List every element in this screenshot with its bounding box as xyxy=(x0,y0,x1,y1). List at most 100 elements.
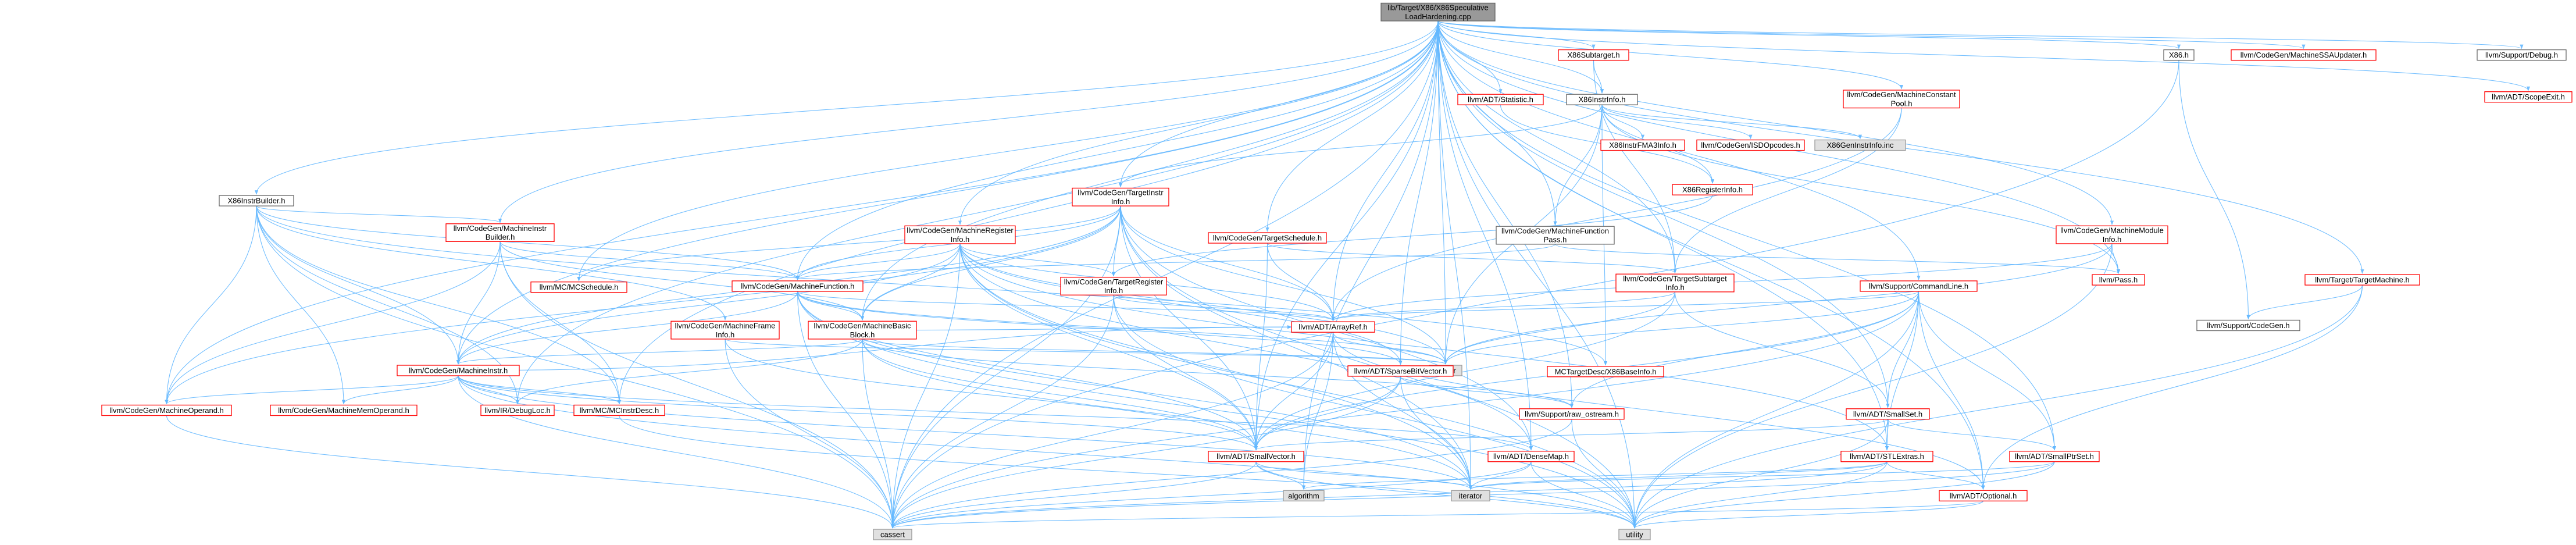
edge-n25-n39 xyxy=(1569,291,1919,408)
graph-node[interactable]: cassert xyxy=(873,529,912,540)
edge-n42-n46 xyxy=(1468,461,1532,490)
graph-node[interactable]: llvm/CodeGen/MachineMemOperand.h xyxy=(270,404,418,416)
graph-node[interactable]: llvm/ADT/DenseMap.h xyxy=(1487,451,1575,462)
edge-n0-n38 xyxy=(617,21,1439,405)
edge-n43-n45 xyxy=(1302,461,1888,490)
graph-node[interactable]: llvm/CodeGen/MachineFunction.h xyxy=(732,280,864,292)
edge-n24-n41 xyxy=(1254,291,1676,451)
graph-node[interactable]: llvm/ADT/SmallVector.h xyxy=(1208,451,1304,462)
graph-node-box xyxy=(1843,90,1960,109)
graph-node[interactable]: llvm/CodeGen/MachineInstr.h xyxy=(397,365,520,376)
graph-node[interactable]: algorithm xyxy=(1283,490,1325,501)
edge-n4-n31 xyxy=(1120,206,1448,365)
graph-node-label: llvm/ADT/DenseMap.h xyxy=(1493,452,1569,461)
graph-node[interactable]: llvm/ADT/ArrayRef.h xyxy=(1291,321,1375,333)
graph-node-label: llvm/Target/TargetMachine.h xyxy=(2315,276,2410,284)
graph-node[interactable]: llvm/ADT/SmallPtrSet.h xyxy=(2009,451,2100,462)
graph-node[interactable]: iterator xyxy=(1451,490,1490,501)
edge-n2-n48 xyxy=(499,241,895,529)
edge-n4-n3 xyxy=(577,206,1121,282)
graph-node-label: X86InstrInfo.h xyxy=(1579,95,1626,104)
edge-n27-n48 xyxy=(890,295,1114,529)
edge-n9-n12 xyxy=(1601,104,1862,140)
graph-node-box xyxy=(2304,274,2420,286)
graph-node[interactable]: llvm/ADT/STLExtras.h xyxy=(1840,451,1933,462)
edge-n28-n31 xyxy=(725,339,1447,365)
graph-node-label: Info.h xyxy=(951,235,970,244)
graph-node[interactable]: llvm/Support/CodeGen.h xyxy=(2196,319,2300,332)
edge-n35-n48 xyxy=(166,415,894,529)
graph-node[interactable]: llvm/Target/TargetMachine.h xyxy=(2304,274,2420,286)
edge-n25-n30 xyxy=(1331,291,1919,321)
graph-node[interactable]: llvm/Support/Debug.h xyxy=(2477,49,2567,61)
edge-n1-n26 xyxy=(256,206,800,280)
edge-n41-n49 xyxy=(1255,461,1636,529)
graph-node[interactable]: X86.h xyxy=(2163,49,2195,61)
edge-n34-n48 xyxy=(890,376,1401,529)
graph-node[interactable]: llvm/CodeGen/MachineOperand.h xyxy=(101,404,232,416)
graph-node[interactable]: MCTargetDesc/X86BaseInfo.h xyxy=(1547,366,1664,377)
graph-node[interactable]: llvm/ADT/ScopeExit.h xyxy=(2484,91,2573,103)
edge-n5-n48 xyxy=(890,243,961,529)
edge-n0-n30 xyxy=(1331,21,1439,321)
graph-node-box xyxy=(1283,490,1325,501)
graph-node[interactable]: lib/Target/X86/X86SpeculativeLoadHardeni… xyxy=(1380,2,1496,22)
graph-node[interactable]: X86Subtarget.h xyxy=(1558,49,1629,61)
edge-n4-n29 xyxy=(860,206,1121,321)
graph-node[interactable]: llvm/Support/raw_ostream.h xyxy=(1519,408,1625,420)
edge-n24-n30 xyxy=(1331,291,1676,321)
graph-node[interactable]: llvm/MC/MCSchedule.h xyxy=(530,282,627,293)
edge-n16-n22 xyxy=(2178,60,2250,320)
graph-node-label: llvm/CodeGen/MachineConstant xyxy=(1847,90,1956,99)
edge-n29-n31 xyxy=(862,339,1447,365)
graph-node-box xyxy=(270,404,418,416)
edge-n26-n29 xyxy=(797,291,865,321)
graph-node[interactable]: llvm/ADT/Statistic.h xyxy=(1457,94,1544,105)
graph-node[interactable]: llvm/Pass.h xyxy=(2092,274,2145,286)
graph-node[interactable]: X86InstrInfo.h xyxy=(1566,94,1638,105)
graph-node[interactable]: X86GenInstrInfo.inc xyxy=(1814,139,1906,151)
edge-n30-n41 xyxy=(1254,332,1334,451)
edge-n30-n48 xyxy=(890,332,1334,529)
graph-node-box xyxy=(2009,451,2100,462)
graph-node-label: llvm/ADT/ScopeExit.h xyxy=(2492,92,2565,101)
graph-node[interactable]: utility xyxy=(1618,529,1651,540)
edge-n9-n4 xyxy=(1119,105,1603,188)
graph-node[interactable]: llvm/CodeGen/TargetSchedule.h xyxy=(1208,232,1327,244)
edge-n0-n45 xyxy=(1301,21,1439,490)
graph-node[interactable]: X86InstrBuilder.h xyxy=(219,195,294,206)
graph-node[interactable]: llvm/CodeGen/MachineSSAUpdater.h xyxy=(2231,49,2377,61)
graph-node-label: lib/Target/X86/X86Speculative xyxy=(1387,3,1488,12)
edge-n33-n30 xyxy=(458,325,1292,371)
graph-node-box xyxy=(1487,451,1575,462)
edge-n0-n2 xyxy=(498,21,1439,223)
graph-node[interactable]: llvm/MC/MCInstrDesc.h xyxy=(573,404,665,416)
edge-n26-n48 xyxy=(797,291,895,529)
graph-node[interactable]: X86RegisterInfo.h xyxy=(1672,184,1753,195)
graph-node[interactable]: llvm/ADT/SmallSet.h xyxy=(1846,408,1930,420)
edge-n5-n26 xyxy=(795,243,961,280)
graph-node-label: llvm/ADT/STLExtras.h xyxy=(1850,452,1924,461)
graph-node[interactable]: llvm/CodeGen/ISDOpcodes.h xyxy=(1696,139,1805,151)
graph-node[interactable]: llvm/IR/DebugLoc.h xyxy=(480,404,555,416)
graph-node[interactable]: llvm/ADT/Optional.h xyxy=(1939,490,2028,501)
graph-node-label: X86RegisterInfo.h xyxy=(1682,186,1743,194)
edge-n1-n35 xyxy=(165,206,257,405)
edge-n5-n42 xyxy=(959,243,1533,451)
graph-node[interactable]: llvm/ADT/SparseBitVector.h xyxy=(1347,365,1454,377)
graph-node-label: algorithm xyxy=(1288,491,1319,500)
edge-n6-n24 xyxy=(1266,243,1677,273)
graph-node[interactable]: X86InstrFMA3Info.h xyxy=(1600,139,1685,151)
graph-node[interactable]: llvm/Support/CommandLine.h xyxy=(1860,280,1978,292)
edge-n25-n49 xyxy=(1632,291,1919,529)
